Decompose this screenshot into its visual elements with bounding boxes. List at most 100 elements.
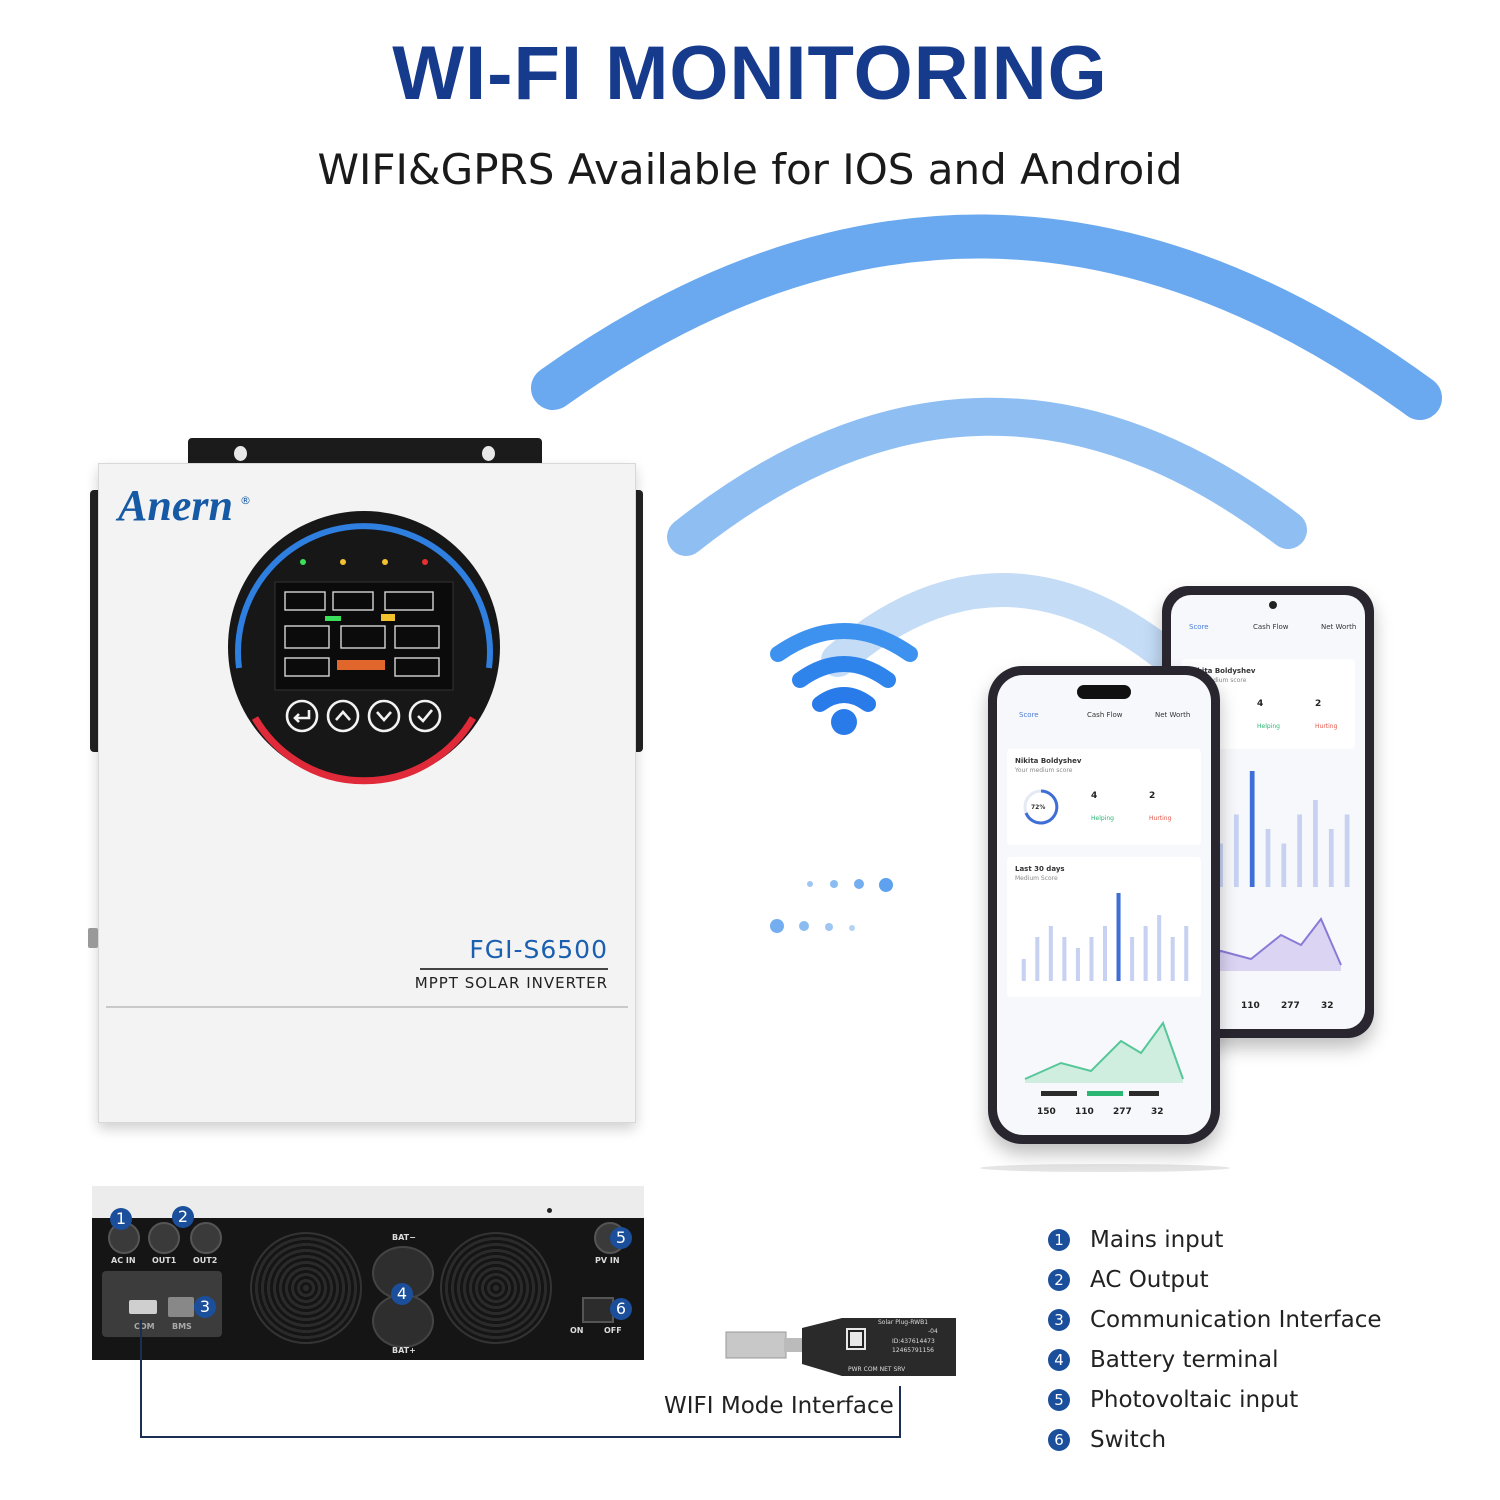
out2-label: OUT2 — [193, 1256, 218, 1265]
connector-line — [140, 1320, 142, 1438]
marker-5: 5 — [610, 1227, 632, 1249]
signal-dot — [879, 878, 893, 892]
port-legend: 1 Mains input 2 AC Output 3 Communicatio… — [1048, 1220, 1382, 1460]
cover-seam — [106, 1006, 628, 1008]
legend-text: Mains input — [1090, 1227, 1224, 1253]
bar — [1075, 948, 1080, 981]
stat-helping: 4 — [1091, 791, 1098, 801]
label-helping: Helping — [1257, 723, 1280, 730]
phone-front-screen: Score Cash Flow Net Worth Nikita Boldysh… — [997, 675, 1211, 1135]
stat-hurting: 2 — [1149, 791, 1156, 801]
bar — [1089, 937, 1094, 981]
bottom-stat: 277 — [1281, 1001, 1300, 1011]
switch-off-label: OFF — [604, 1326, 622, 1335]
bar — [1184, 926, 1189, 981]
phone-front: Score Cash Flow Net Worth Nikita Boldysh… — [988, 666, 1220, 1144]
bar — [1218, 843, 1223, 887]
cooling-fan-right — [440, 1232, 552, 1344]
lcd-screen — [274, 581, 454, 691]
score-card: Nikita Boldyshev Your medium score 72% 4… — [1007, 749, 1201, 845]
legend-item: 3 Communication Interface — [1048, 1300, 1382, 1340]
connector-line — [899, 1386, 901, 1438]
check-icon — [417, 709, 434, 723]
bottom-stat: 110 — [1241, 1001, 1260, 1011]
phone-back-area-chart — [1190, 917, 1342, 971]
marker-6: 6 — [610, 1298, 632, 1320]
wifi-icon — [770, 623, 918, 735]
marker-4: 4 — [391, 1283, 413, 1305]
cooling-fan-left — [250, 1232, 362, 1344]
inverter-side-left — [90, 490, 100, 752]
module-text-line: Solar Plug-RWB1 — [878, 1319, 929, 1326]
module-text-line: 12465791156 — [892, 1347, 934, 1354]
out1-port — [148, 1222, 180, 1254]
bar — [1344, 814, 1350, 887]
lcd-display-panel — [228, 511, 500, 785]
signal-dot — [830, 880, 838, 888]
label-helping: Helping — [1091, 815, 1114, 822]
bar — [1297, 814, 1303, 887]
phone-front-bar-chart — [1021, 893, 1189, 981]
bottom-stat: 110 — [1075, 1107, 1094, 1117]
bar — [1130, 937, 1135, 981]
chart-title: Last 30 days — [1015, 865, 1065, 873]
enter-icon — [293, 710, 311, 723]
bar — [1313, 800, 1318, 887]
pv-in-label: PV IN — [595, 1256, 620, 1265]
bar — [1021, 959, 1026, 981]
module-text-line: -04 — [928, 1328, 938, 1335]
user-sub: Your medium score — [1189, 677, 1247, 684]
ground-screw — [88, 928, 98, 948]
wifi-plug-module — [725, 1318, 956, 1376]
led-fault — [422, 559, 428, 565]
bar — [1265, 829, 1271, 887]
bar — [1102, 926, 1108, 981]
bar — [1062, 937, 1067, 981]
connector-line — [140, 1436, 901, 1438]
down-icon — [376, 711, 392, 722]
legend-number: 5 — [1048, 1389, 1070, 1411]
enter-button — [285, 699, 319, 733]
legend-number: 1 — [1048, 1229, 1070, 1251]
tab-cash-flow[interactable]: Cash Flow — [1253, 623, 1289, 631]
stat-helping: 4 — [1257, 699, 1264, 709]
score-ring — [1023, 789, 1059, 825]
bracket-hole — [234, 446, 247, 461]
product-type: MPPT SOLAR INVERTER — [414, 974, 608, 992]
tab-score[interactable]: Score — [1189, 623, 1209, 631]
score-value: 72% — [1031, 804, 1046, 811]
legend-number: 4 — [1048, 1349, 1070, 1371]
bar — [1116, 893, 1121, 981]
legend-number: 3 — [1048, 1309, 1070, 1331]
wave-middle — [667, 397, 1307, 556]
legend-number: 2 — [1048, 1269, 1070, 1291]
led-chg — [382, 559, 388, 565]
front-camera — [1269, 601, 1277, 609]
app-tabs: Score Cash Flow Net Worth — [997, 711, 1211, 725]
module-led-labels: PWR COM NET SRV — [848, 1366, 906, 1373]
legend-item: 1 Mains input — [1048, 1220, 1382, 1260]
com-usb-port — [129, 1300, 157, 1314]
signal-dot — [825, 923, 833, 931]
legend-text: Communication Interface — [1090, 1307, 1382, 1333]
app-tabs: Score Cash Flow Net Worth — [1171, 623, 1365, 637]
user-name: Nikita Boldyshev — [1015, 757, 1082, 765]
marker-3: 3 — [194, 1296, 216, 1318]
user-sub: Your medium score — [1015, 767, 1073, 774]
bar — [1035, 937, 1040, 981]
user-name: Nikita Boldyshev — [1189, 667, 1256, 675]
bottom-stat: 150 — [1037, 1107, 1056, 1117]
signal-dot — [854, 879, 864, 889]
bar — [1143, 926, 1148, 981]
tab-net-worth[interactable]: Net Worth — [1321, 623, 1357, 631]
tab-cash-flow[interactable]: Cash Flow — [1087, 711, 1123, 719]
chart-subtitle: Medium Score — [1015, 875, 1058, 882]
power-switch — [582, 1297, 614, 1323]
brand-registered-mark: ® — [240, 494, 251, 507]
module-text-line: ID:437614473 — [892, 1338, 935, 1345]
down-button — [367, 699, 401, 733]
marker-1: 1 — [110, 1208, 132, 1230]
tab-score[interactable]: Score — [1019, 711, 1039, 719]
led-ac — [300, 559, 306, 565]
tab-net-worth[interactable]: Net Worth — [1155, 711, 1191, 719]
